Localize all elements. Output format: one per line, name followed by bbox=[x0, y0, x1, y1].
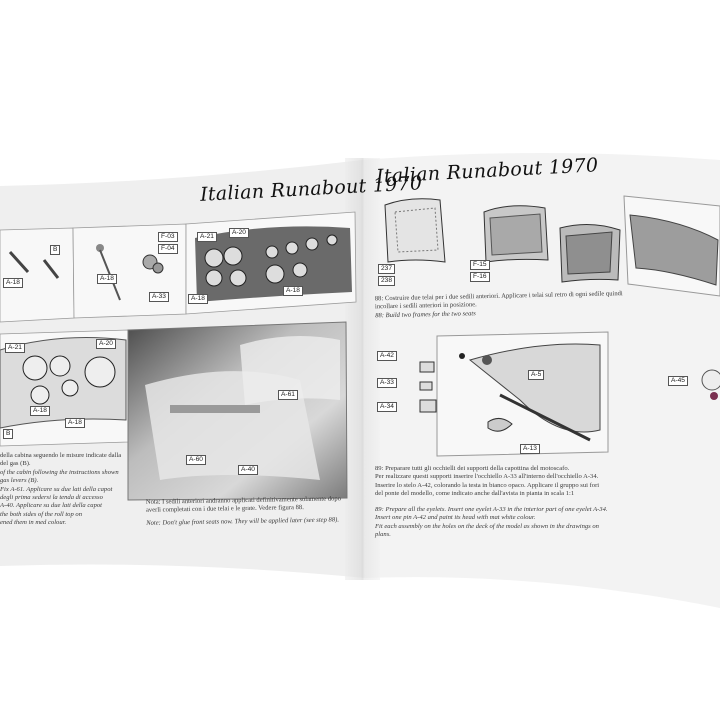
part-label: A-5 bbox=[528, 370, 545, 380]
part-label: A-34 bbox=[377, 402, 397, 412]
part-label: B bbox=[3, 429, 14, 439]
part-label: A-33 bbox=[149, 292, 169, 302]
part-label: A-33 bbox=[377, 378, 397, 388]
part-label: F-15 bbox=[470, 260, 490, 270]
part-label: B bbox=[50, 245, 61, 255]
part-label: A-20 bbox=[229, 228, 249, 238]
part-label: A-21 bbox=[5, 343, 25, 353]
part-label: 238 bbox=[378, 276, 396, 286]
part-label: F-03 bbox=[158, 232, 178, 242]
part-label: A-40 bbox=[238, 465, 258, 475]
right-diagram-drawings bbox=[384, 195, 720, 457]
part-label: A-18 bbox=[3, 278, 23, 288]
seat-note: Nota: I sedili anteriori andranno applic… bbox=[146, 495, 351, 528]
part-label: A-61 bbox=[278, 390, 298, 400]
part-label: F-04 bbox=[158, 244, 178, 254]
part-label: A-18 bbox=[283, 286, 303, 296]
part-label: A-13 bbox=[520, 444, 540, 454]
part-label: A-18 bbox=[97, 274, 117, 284]
part-label: A-18 bbox=[30, 406, 50, 416]
part-label: A-18 bbox=[188, 294, 208, 304]
part-label: 237 bbox=[378, 264, 396, 274]
part-label: A-18 bbox=[65, 418, 85, 428]
seat-note-italian: Nota: I sedili anteriori andranno applic… bbox=[145, 495, 342, 515]
left-column-text: della cabina seguendo le misure indicate… bbox=[0, 452, 122, 527]
part-label: A-42 bbox=[377, 351, 397, 361]
part-label: A-20 bbox=[96, 339, 116, 349]
part-label: F-16 bbox=[470, 272, 490, 282]
part-label: A-60 bbox=[186, 455, 206, 465]
step-89-text-italian: 89: Preparare tutti gli occhielli dei su… bbox=[375, 465, 600, 498]
step-89-text-english: 89: Prepare all the eyelets. Insert one … bbox=[375, 506, 608, 539]
part-label: A-45 bbox=[668, 376, 688, 386]
part-label: A-21 bbox=[197, 232, 217, 242]
